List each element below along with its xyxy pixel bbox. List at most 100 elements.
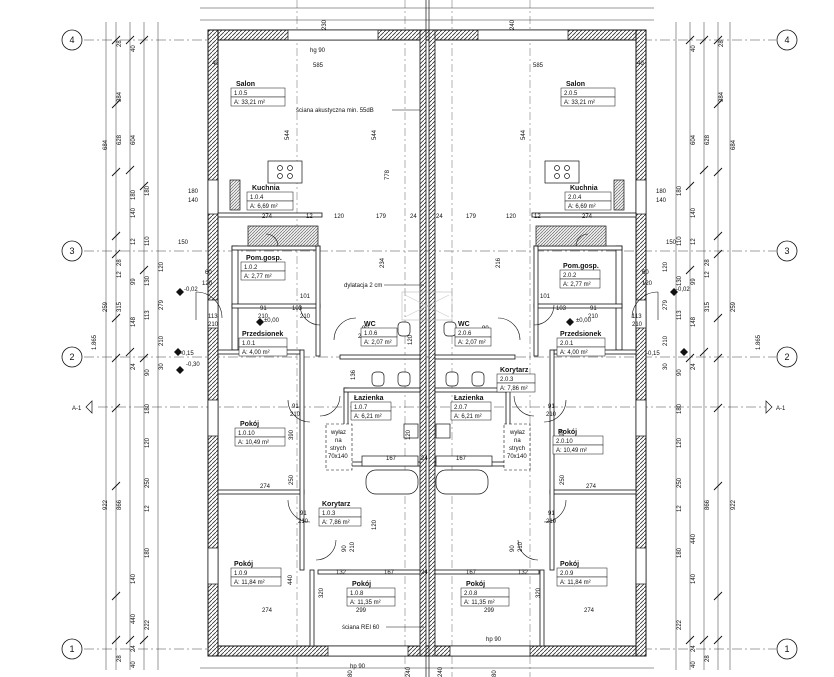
dim-lines-right (675, 22, 731, 670)
note-hatch-left-2: na (335, 438, 342, 444)
dim-w210-s-l: 210 (350, 541, 356, 552)
room-1-0-1: Przedsionek 1.0.1 A: 4,00 m² (238, 331, 288, 357)
dim-w274-b-l: 274 (262, 608, 273, 614)
dim-w24-b: 24 (436, 214, 443, 220)
dim-L28bot: 28 (117, 655, 123, 662)
dim-R28top: 28 (719, 40, 725, 47)
dim-L384: 384 (117, 91, 123, 102)
dim-h250-r: 250 (560, 474, 566, 485)
section-label-left: A-1 (72, 406, 82, 412)
dim-L99: 99 (131, 278, 137, 285)
dim-w101-a: 101 (300, 294, 311, 300)
room-name: Salon (236, 81, 255, 88)
dim-w91-g: 91 (300, 511, 307, 517)
room-name: Korytarz (500, 367, 529, 374)
dim-R259: 259 (731, 301, 737, 312)
room-code: 1.0.5 (234, 91, 248, 97)
exterior-walls (207, 29, 647, 657)
axis-label-4-right: 4 (784, 35, 789, 45)
level-015-left: -0,15 (180, 351, 194, 357)
room-2-0-2: Pom.gosp. 2.0.2 A: 2,77 m² (559, 263, 601, 289)
dim-h120-e: 120 (372, 519, 378, 530)
dim-R684: 684 (731, 139, 737, 150)
dim-w60-r: 60 (642, 270, 649, 276)
dim-w167-d: 167 (466, 570, 477, 576)
kitchen-left (229, 160, 319, 247)
dim-R28b: 28 (705, 259, 711, 266)
room-area: A: 11,84 m² (234, 580, 265, 586)
dim-k140-l: 140 (188, 198, 199, 204)
dim-L24a: 24 (131, 363, 137, 370)
room-code: 2.0.7 (454, 405, 468, 411)
level-0-right: ±0,00 (576, 318, 592, 324)
dim-h544-c: 544 (372, 129, 378, 140)
room-name: Pom.gosp. (563, 263, 599, 270)
dim-h320-l: 320 (319, 587, 325, 598)
room-1-0-9: Pokój 1.0.9 A: 11,84 m² (230, 561, 282, 587)
dim-w132-r: 132 (518, 570, 529, 576)
dim-w132-l: 132 (336, 570, 347, 576)
room-code: 2.0.10 (556, 439, 573, 445)
dim-bot-240b: 240 (438, 666, 444, 677)
dim-L250: 250 (145, 477, 151, 488)
dim-w103-b: 103 (556, 306, 567, 312)
room-name: Pokój (558, 429, 577, 436)
dim-L28b: 28 (117, 259, 123, 266)
dim-L922: 922 (103, 499, 109, 510)
dim-bot-80-b: 80 (492, 670, 498, 677)
dim-w91-f: 91 (548, 404, 555, 410)
dim-w274-k-l: 274 (262, 214, 273, 220)
dim-w210-f: 210 (546, 412, 557, 418)
room-name: Łazienka (454, 395, 484, 402)
dim-L180a2: 180 (131, 189, 137, 200)
axis-label-1-right: 1 (784, 644, 789, 654)
dim-L259: 259 (103, 301, 109, 312)
dim-h440-l: 440 (288, 574, 294, 585)
dim-R120b: 120 (677, 437, 683, 448)
dim-w103-a: 103 (292, 306, 303, 312)
room-code: 2.0.9 (560, 571, 574, 577)
dim-R40bot: 40 (691, 661, 697, 668)
dim-R130: 130 (677, 275, 683, 286)
dim-R12c: 12 (677, 505, 683, 512)
room-area: A: 7,86 m² (322, 520, 350, 526)
dim-k140-r: 140 (656, 198, 667, 204)
room-area: A: 2,77 m² (244, 274, 272, 280)
dim-L40top: 40 (131, 45, 137, 52)
dim-h390-r: 390 (560, 429, 566, 440)
dim-k180-l: 180 (188, 189, 199, 195)
room-code: 2.0.5 (564, 91, 578, 97)
room-area: A: 6,69 m² (568, 204, 596, 210)
dim-w120-b: 120 (506, 214, 517, 220)
room-area: A: 11,35 m² (350, 600, 381, 606)
dim-R222: 222 (677, 619, 683, 630)
room-2-0-5: Salon 2.0.5 A: 33,21 m² (560, 81, 616, 107)
room-area: A: 11,84 m² (560, 580, 591, 586)
dim-w210-r: 210 (632, 322, 643, 328)
room-code: 1.0.10 (238, 431, 255, 437)
note-acoustic-wall: ściana akustyczna min. 55dB (296, 108, 374, 114)
room-area: A: 6,21 m² (454, 414, 482, 420)
room-labels: Salon 1.0.5 A: 33,21 m² Salon 2.0.5 A: 3… (230, 81, 616, 607)
dim-w12-a: 12 (306, 214, 313, 220)
windows (207, 29, 647, 657)
dim-h216: 216 (496, 257, 502, 268)
dim-R148: 148 (691, 316, 697, 327)
dim-R384: 384 (719, 91, 725, 102)
room-code: 1.0.2 (244, 265, 258, 271)
dim-h390-l: 390 (289, 429, 295, 440)
hp90-bottom-left: hp 90 (350, 664, 366, 670)
section-markers: A-1 A-1 (72, 400, 786, 414)
room-area: A: 2,07 m² (458, 340, 486, 346)
room-area: A: 10,49 m² (556, 448, 587, 454)
dim-w179-b: 179 (466, 214, 477, 220)
room-area: A: 6,21 m² (354, 414, 382, 420)
dim-top-230: 230 (322, 19, 328, 30)
room-code: 1.0.1 (242, 341, 256, 347)
axis-label-1-left: 1 (69, 644, 74, 654)
hp90-bottom-right: hp 90 (486, 637, 502, 643)
room-name: Pokój (240, 421, 259, 428)
dim-w167-a: 167 (386, 456, 397, 462)
axis-label-2-right: 2 (784, 352, 789, 362)
dim-L12b: 12 (117, 271, 123, 278)
